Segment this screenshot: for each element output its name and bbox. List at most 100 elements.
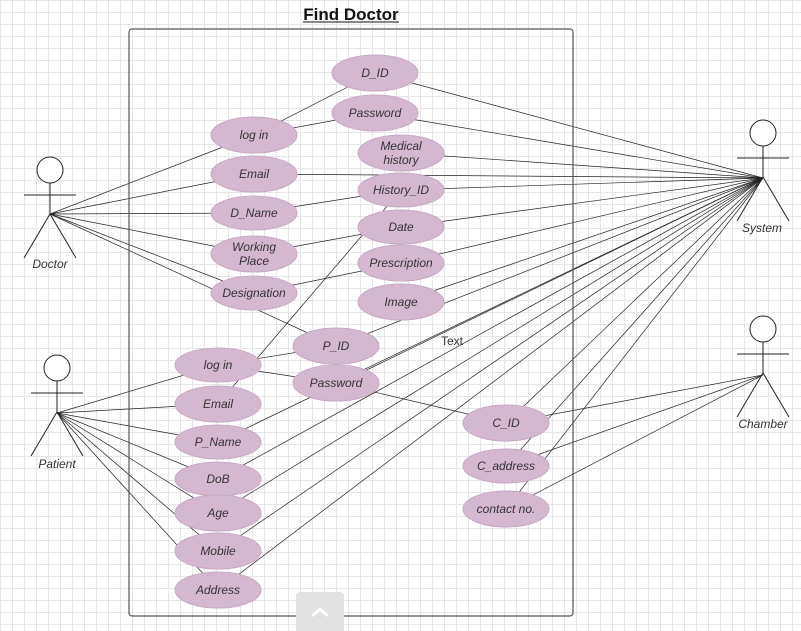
use-case-label: Email bbox=[239, 167, 269, 181]
association-system-d_password[interactable] bbox=[374, 112, 764, 179]
use-case-ellipse[interactable] bbox=[174, 347, 262, 383]
use-case-label: Designation bbox=[222, 286, 286, 300]
association-system-contact_no[interactable] bbox=[505, 177, 764, 510]
use-case-image[interactable]: Image bbox=[357, 283, 445, 321]
use-case-ellipse[interactable] bbox=[357, 172, 445, 208]
use-case-designation[interactable]: Designation bbox=[210, 275, 298, 311]
collapse-panel-button[interactable] bbox=[296, 592, 344, 631]
association-system-address[interactable] bbox=[217, 177, 764, 591]
use-case-ellipse[interactable] bbox=[210, 195, 298, 231]
association-doctor-d_login[interactable] bbox=[49, 134, 255, 215]
use-case-d-email[interactable]: Email bbox=[210, 155, 298, 193]
use-case-label: Place bbox=[239, 254, 269, 268]
use-case-ellipse[interactable] bbox=[210, 116, 298, 154]
association-system-mobile[interactable] bbox=[217, 177, 764, 552]
actor-label-system: System bbox=[742, 221, 782, 235]
association-system-d_email[interactable] bbox=[253, 173, 764, 179]
use-case-label: Medical bbox=[380, 139, 422, 153]
use-case-label: P_Name bbox=[195, 435, 242, 449]
association-chamber-c_address[interactable] bbox=[505, 374, 764, 467]
use-case-age[interactable]: Age bbox=[174, 494, 262, 532]
use-case-ellipse[interactable] bbox=[174, 385, 262, 423]
actor-chamber[interactable]: Chamber bbox=[736, 315, 790, 431]
actor-doctor[interactable]: Doctor bbox=[23, 156, 77, 271]
actor-left-leg bbox=[736, 372, 764, 418]
use-case-ellipse[interactable] bbox=[462, 490, 550, 528]
association-system-prescription[interactable] bbox=[400, 177, 764, 264]
actor-right-leg bbox=[762, 372, 790, 418]
use-case-ellipse[interactable] bbox=[357, 209, 445, 245]
use-case-d-name[interactable]: D_Name bbox=[210, 195, 298, 231]
use-case-ellipse[interactable] bbox=[462, 404, 550, 442]
actor-patient[interactable]: Patient bbox=[30, 354, 84, 471]
actor-label-chamber: Chamber bbox=[738, 417, 788, 431]
association-chamber-contact_no[interactable] bbox=[505, 374, 764, 510]
use-case-ellipse[interactable] bbox=[174, 424, 262, 460]
use-case-ellipse[interactable] bbox=[357, 283, 445, 321]
free-text-label[interactable]: Text bbox=[441, 334, 464, 348]
association-doctor-p_id[interactable] bbox=[49, 213, 337, 347]
use-case-date[interactable]: Date bbox=[357, 209, 445, 245]
association-doctor-designation[interactable] bbox=[49, 213, 255, 294]
use-case-c-address[interactable]: C_address bbox=[462, 448, 550, 484]
use-case-dob[interactable]: DoB bbox=[174, 461, 262, 497]
actor-head bbox=[36, 156, 64, 184]
use-case-d-login[interactable]: log in bbox=[210, 116, 298, 154]
association-system-age[interactable] bbox=[217, 177, 764, 514]
use-case-label: Email bbox=[203, 397, 233, 411]
use-case-prescription[interactable]: Prescription bbox=[357, 244, 445, 282]
use-case-c-id[interactable]: C_ID bbox=[462, 404, 550, 442]
actor-left-leg bbox=[30, 411, 58, 457]
use-case-label: log in bbox=[204, 358, 233, 372]
association-system-d_id[interactable] bbox=[374, 72, 764, 179]
use-case-p-login[interactable]: log in bbox=[174, 347, 262, 383]
use-case-ellipse[interactable] bbox=[210, 155, 298, 193]
association-system-image[interactable] bbox=[400, 177, 764, 303]
association-patient-mobile[interactable] bbox=[56, 412, 219, 552]
association-chamber-c_id[interactable] bbox=[505, 374, 764, 424]
use-case-ellipse[interactable] bbox=[174, 571, 262, 609]
use-case-ellipse[interactable] bbox=[462, 448, 550, 484]
association-system-medical_history[interactable] bbox=[400, 152, 764, 179]
association-system-c_id[interactable] bbox=[505, 177, 764, 424]
actor-system[interactable]: System bbox=[736, 119, 790, 235]
system-boundary[interactable] bbox=[128, 28, 574, 617]
use-case-p-password[interactable]: Password bbox=[292, 364, 380, 402]
use-case-ellipse[interactable] bbox=[210, 275, 298, 311]
association-system-c_address[interactable] bbox=[505, 177, 764, 467]
use-case-ellipse[interactable] bbox=[292, 364, 380, 402]
use-case-p-name[interactable]: P_Name bbox=[174, 424, 262, 460]
actor-head bbox=[43, 354, 71, 382]
actor-label-patient: Patient bbox=[38, 457, 76, 471]
use-case-label: Password bbox=[310, 376, 363, 390]
association-system-history_id[interactable] bbox=[400, 177, 764, 191]
use-case-label: Address bbox=[195, 583, 240, 597]
use-case-p-id[interactable]: P_ID bbox=[292, 327, 380, 365]
chevron-up-icon bbox=[311, 607, 329, 617]
use-case-ellipse[interactable] bbox=[331, 54, 419, 92]
actor-head bbox=[749, 315, 777, 343]
use-case-contact-no[interactable]: contact no. bbox=[462, 490, 550, 528]
use-case-ellipse[interactable] bbox=[174, 532, 262, 570]
use-case-label: Prescription bbox=[369, 256, 433, 270]
use-case-d-password[interactable]: Password bbox=[331, 94, 419, 132]
use-case-p-email[interactable]: Email bbox=[174, 385, 262, 423]
use-case-label: C_address bbox=[477, 459, 535, 473]
use-case-mobile[interactable]: Mobile bbox=[174, 532, 262, 570]
actor-left-leg bbox=[23, 213, 51, 259]
use-case-ellipse[interactable] bbox=[292, 327, 380, 365]
use-case-ellipse[interactable] bbox=[331, 94, 419, 132]
use-case-ellipse[interactable] bbox=[174, 494, 262, 532]
use-case-history-id[interactable]: History_ID bbox=[357, 172, 445, 208]
use-case-d-id[interactable]: D_ID bbox=[331, 54, 419, 92]
association-patient-age[interactable] bbox=[56, 412, 219, 514]
association-system-date[interactable] bbox=[400, 177, 764, 228]
use-case-ellipse[interactable] bbox=[210, 235, 298, 273]
use-case-ellipse[interactable] bbox=[357, 134, 445, 172]
association-system-dob[interactable] bbox=[217, 177, 764, 480]
use-case-ellipse[interactable] bbox=[357, 244, 445, 282]
use-case-address[interactable]: Address bbox=[174, 571, 262, 609]
association-system-p_name[interactable] bbox=[217, 177, 764, 443]
